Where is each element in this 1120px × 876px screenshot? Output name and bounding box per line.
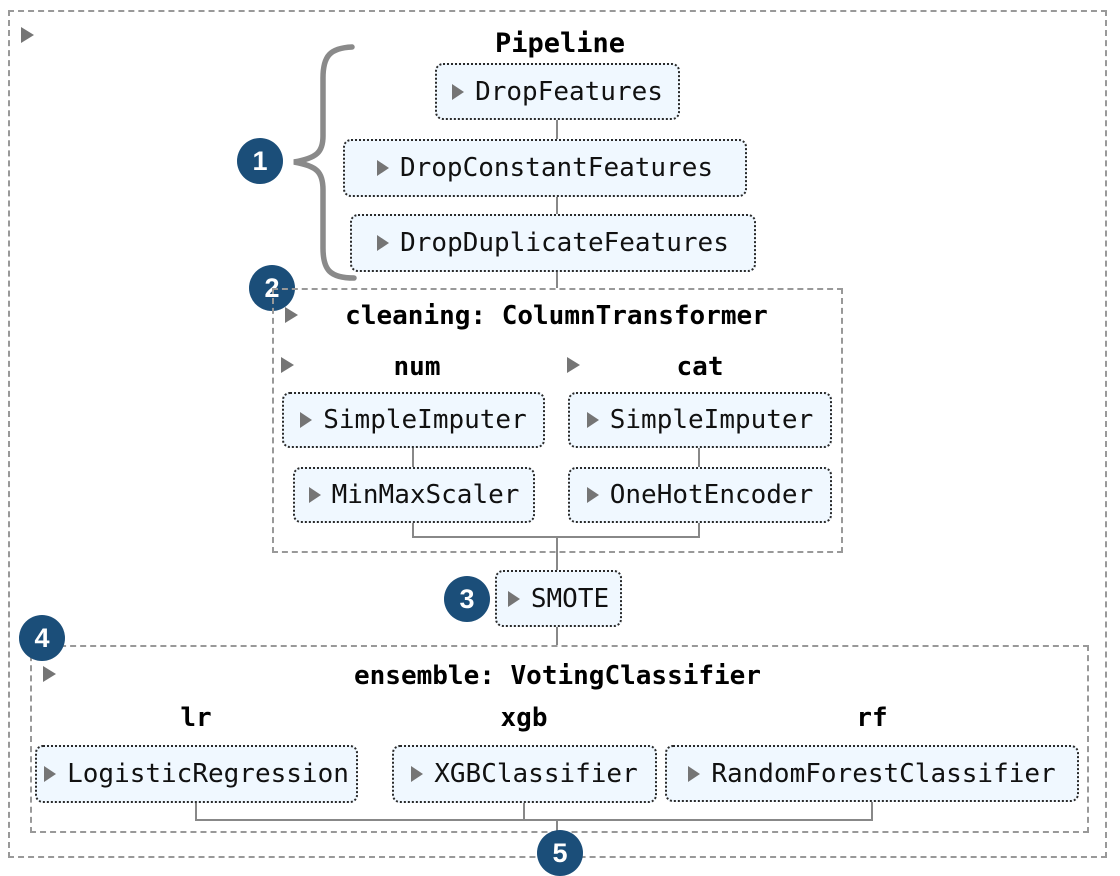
estimator-label: LogisticRegression xyxy=(67,759,349,789)
estimator-xgbclassifier[interactable]: XGBClassifier xyxy=(392,745,657,803)
estimator-minmaxscaler[interactable]: MinMaxScaler xyxy=(293,467,535,523)
connector-line xyxy=(556,272,558,288)
badge-number: 5 xyxy=(552,837,568,868)
pipeline-expand-toggle-icon[interactable] xyxy=(21,27,34,43)
estimator-label: SMOTE xyxy=(530,583,610,614)
num-column-expand-toggle-icon[interactable] xyxy=(281,357,294,373)
annotation-badge-3: 3 xyxy=(444,576,490,622)
expand-toggle-icon xyxy=(452,83,465,100)
connector-line xyxy=(523,803,525,821)
connector-line xyxy=(556,120,558,139)
connector-line xyxy=(556,197,558,214)
expand-toggle-icon xyxy=(300,412,313,428)
connector-line xyxy=(698,523,700,538)
column-label-cat[interactable]: cat xyxy=(676,352,724,382)
badge-number: 3 xyxy=(459,583,475,614)
columntransformer-title[interactable]: cleaning: ColumnTransformer xyxy=(345,301,768,331)
curly-brace-annotation xyxy=(293,44,357,281)
estimator-onehotencoder[interactable]: OneHotEncoder xyxy=(568,467,832,523)
connector-line xyxy=(412,536,700,538)
estimator-dropfeatures[interactable]: DropFeatures xyxy=(435,63,680,120)
expand-toggle-icon xyxy=(377,235,390,251)
columntransformer-expand-toggle-icon[interactable] xyxy=(285,307,298,323)
column-label-lr[interactable]: lr xyxy=(180,703,212,733)
estimator-cat-simpleimputer[interactable]: SimpleImputer xyxy=(568,392,832,448)
estimator-label: RandomForestClassifier xyxy=(711,758,1056,789)
connector-line xyxy=(195,819,873,821)
expand-toggle-icon xyxy=(308,487,321,503)
ensemble-title[interactable]: ensemble: VotingClassifier xyxy=(354,661,761,691)
annotation-badge-5: 5 xyxy=(537,830,583,876)
estimator-label: DropFeatures xyxy=(475,76,663,107)
expand-toggle-icon xyxy=(376,160,389,176)
connector-line xyxy=(556,627,558,645)
estimator-smote[interactable]: SMOTE xyxy=(495,570,622,627)
estimator-dropconstantfeatures[interactable]: DropConstantFeatures xyxy=(343,139,747,197)
expand-toggle-icon xyxy=(44,766,57,782)
estimator-randomforestclassifier[interactable]: RandomForestClassifier xyxy=(665,745,1079,802)
expand-toggle-icon xyxy=(586,412,599,428)
estimator-label: MinMaxScaler xyxy=(331,480,520,510)
estimator-num-simpleimputer[interactable]: SimpleImputer xyxy=(282,392,545,448)
connector-line xyxy=(556,538,558,570)
expand-toggle-icon xyxy=(688,765,701,782)
badge-number: 1 xyxy=(252,145,268,176)
annotation-badge-1: 1 xyxy=(237,138,283,184)
column-label-rf[interactable]: rf xyxy=(856,703,888,733)
ensemble-expand-toggle-icon[interactable] xyxy=(43,666,56,682)
estimator-label: SimpleImputer xyxy=(609,405,814,435)
connector-line xyxy=(412,448,414,467)
connector-line xyxy=(871,802,873,821)
estimator-logisticregression[interactable]: LogisticRegression xyxy=(35,745,358,803)
estimator-dropduplicatefeatures[interactable]: DropDuplicateFeatures xyxy=(350,214,756,272)
badge-number: 4 xyxy=(34,622,50,653)
estimator-label: OneHotEncoder xyxy=(609,480,814,510)
connector-line xyxy=(412,523,414,538)
connector-line xyxy=(556,821,558,835)
expand-toggle-icon xyxy=(586,487,599,503)
estimator-label: DropDuplicateFeatures xyxy=(400,228,729,258)
column-label-num[interactable]: num xyxy=(393,352,441,382)
cat-column-expand-toggle-icon[interactable] xyxy=(567,357,580,373)
pipeline-title[interactable]: Pipeline xyxy=(494,28,626,59)
connector-line xyxy=(698,448,700,467)
estimator-label: XGBClassifier xyxy=(434,759,638,789)
connector-line xyxy=(195,803,197,821)
badge-number: 2 xyxy=(264,272,280,303)
expand-toggle-icon xyxy=(411,766,424,782)
expand-toggle-icon xyxy=(507,590,520,607)
column-label-xgb[interactable]: xgb xyxy=(500,703,548,733)
estimator-label: DropConstantFeatures xyxy=(399,153,714,183)
estimator-label: SimpleImputer xyxy=(323,405,527,435)
annotation-badge-4: 4 xyxy=(19,615,65,661)
